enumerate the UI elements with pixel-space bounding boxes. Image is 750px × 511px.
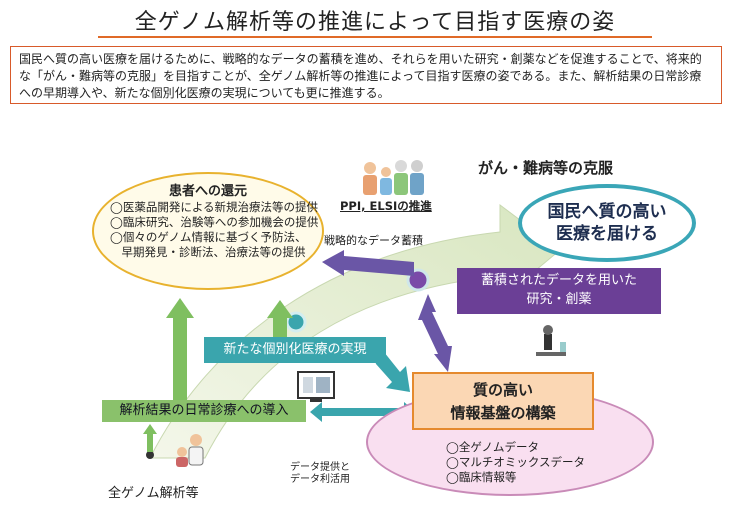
goal-line-1: 国民へ質の高い	[547, 202, 667, 222]
research-box: 蓄積されたデータを用いた 研究・創薬	[457, 268, 661, 314]
research-line-1: 蓄積されたデータを用いた	[480, 273, 637, 288]
infrastructure-box: 質の高い 情報基盤の構築	[412, 372, 594, 430]
arrow-daily-infra	[310, 402, 416, 422]
infra-line-2: 情報基盤の構築	[450, 404, 556, 422]
title-underline	[98, 36, 652, 38]
data-provision-label: データ提供と データ利活用	[290, 462, 350, 486]
family-icon	[363, 160, 424, 195]
daily-practice-box: 解析結果の日常診療への導入	[102, 400, 306, 422]
monitor-icon	[297, 371, 335, 402]
goal-oval: 国民へ質の高い 医療を届ける	[518, 184, 696, 262]
data-provision-line-2: データ利活用	[290, 474, 350, 485]
patient-item: ◯医薬品開発による新規治療法等の提供	[110, 200, 319, 214]
goal-line-2: 医療を届ける	[556, 224, 658, 244]
research-line-2: 研究・創薬	[526, 292, 592, 307]
patient-return-title: 患者への還元	[168, 184, 247, 199]
patient-item: 早期発見・診断法、治療法等の提供	[110, 245, 306, 259]
patient-item: ◯個々のゲノム情報に基づく予防法、	[110, 230, 307, 244]
ppi-elsi-label: PPI, ELSIの推進	[340, 199, 432, 213]
page-title: 全ゲノム解析等の推進によって目指す医療の姿	[134, 10, 616, 35]
arrow-to-patient	[322, 250, 414, 276]
goal-title: がん・難病等の克服	[478, 159, 614, 177]
arrow-personal-patient	[267, 300, 293, 338]
infra-item: ◯臨床情報等	[446, 470, 517, 484]
data-provision-line-1: データ提供と	[290, 462, 350, 473]
arrow-wgs-daily	[143, 424, 157, 452]
patient-return-oval	[92, 172, 324, 290]
infra-line-1: 質の高い	[472, 381, 533, 399]
personalized-medicine-box: 新たな個別化医療の実現	[204, 337, 386, 363]
patient-item: ◯臨床研究、治験等への参加機会の提供	[110, 215, 319, 229]
whole-genome-label: 全ゲノム解析等	[108, 486, 199, 501]
origin-dot	[146, 451, 154, 459]
data-accumulation-label: 戦略的なデータ蓄積	[324, 234, 423, 247]
infra-item: ◯全ゲノムデータ	[446, 440, 540, 454]
arrow-daily-patient	[166, 298, 194, 400]
arrow-research-infra	[418, 294, 452, 372]
infra-item: ◯マルチオミックスデータ	[446, 455, 586, 469]
doctor-icon	[176, 434, 204, 467]
intro-text: 国民へ質の高い医療を届けるために、戦略的なデータの蓄積を進め、それらを用いた研究…	[10, 46, 722, 104]
lab-icon	[536, 325, 566, 356]
